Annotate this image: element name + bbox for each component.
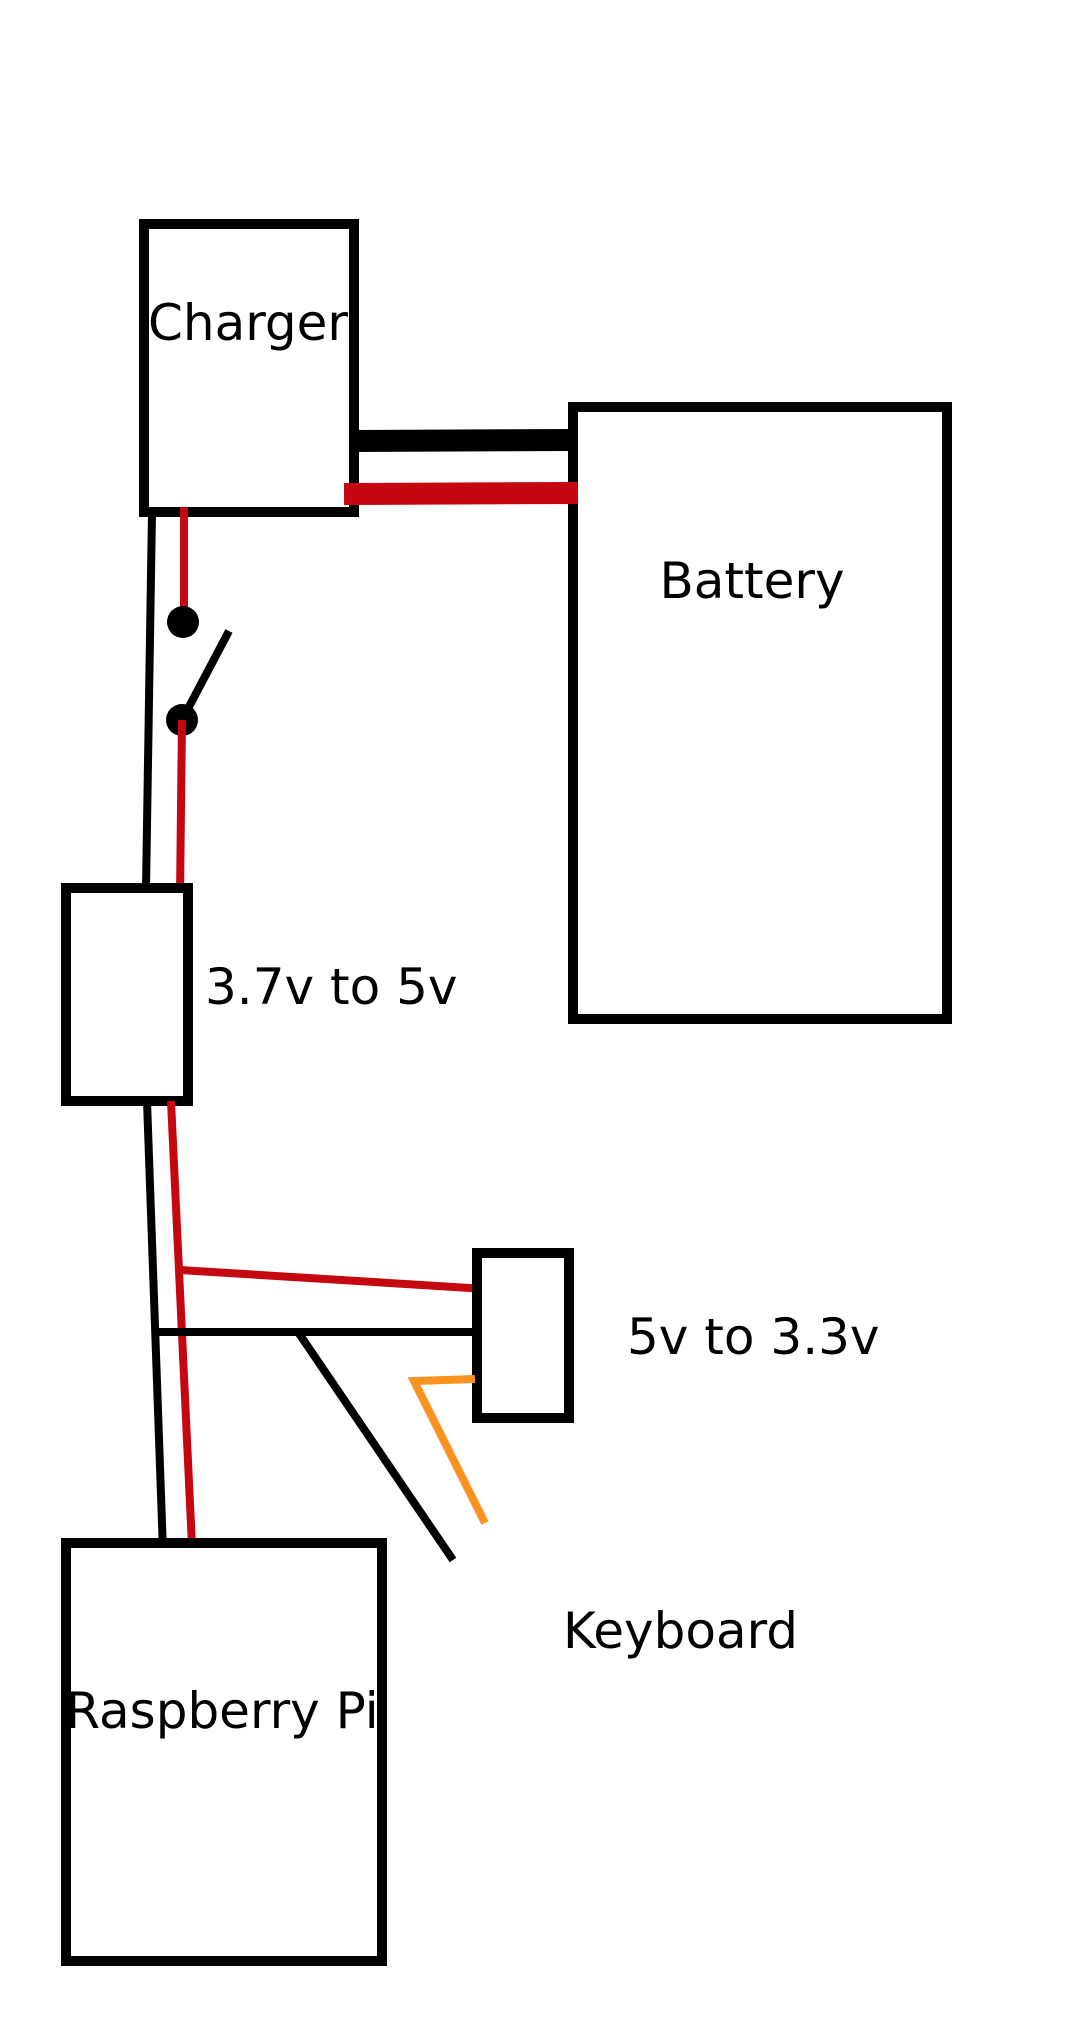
charger-battery-ground-wire [353,429,574,452]
buck-converter-box [472,1248,574,1423]
keyboard-ground-wire [294,1329,457,1563]
boost-pi-positive-wire [167,1100,196,1547]
switch-lever [178,629,233,722]
keyboard-label: Keyboard [563,1602,798,1660]
buck-converter-positive-wire [179,1266,487,1293]
charger-battery-positive-wire [343,482,579,505]
raspberry-pi-block: Raspberry Pi [61,1538,387,1966]
switch-top-contact [167,606,199,638]
boost-converter-label: 3.7v to 5v [205,958,458,1016]
battery-box [568,402,952,1024]
charger-label: Charger [148,294,348,352]
raspberry-pi-box [61,1538,387,1966]
boost-converter-block: 3.7v to 5v [61,883,458,1106]
battery-block: Battery [568,402,952,1024]
power-switch [166,606,233,736]
boost-converter-box [61,883,193,1106]
charger-boost-ground-wire [142,511,156,889]
boost-pi-ground-wire [143,1100,167,1552]
charger-box [139,219,359,517]
raspberry-pi-label: Raspberry Pi [65,1682,378,1740]
battery-label: Battery [659,552,844,610]
switch-boost-positive-wire [176,719,186,896]
charger-block: Charger [139,219,359,517]
buck-converter-block: 5v to 3.3v [472,1248,880,1423]
buck-converter-label: 5v to 3.3v [627,1308,880,1366]
keyboard-signal-wire [407,1375,489,1525]
